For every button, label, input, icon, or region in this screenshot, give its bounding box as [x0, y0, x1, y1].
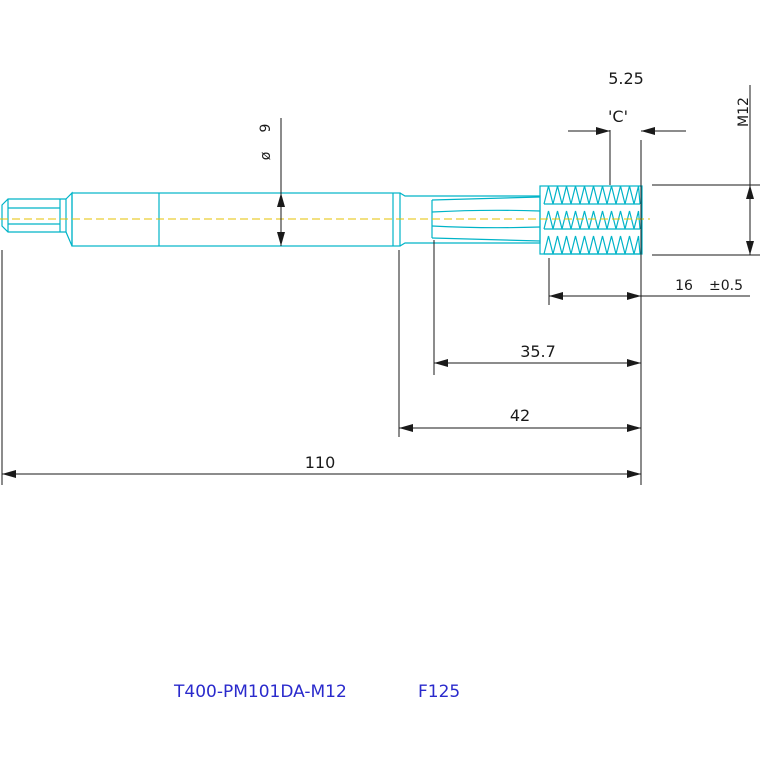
arrowhead [549, 292, 563, 300]
thread-size-label: M12 [736, 97, 752, 127]
thread-tooth-row [543, 185, 641, 205]
shank-diameter-label: 9 [258, 124, 274, 133]
diameter-symbol-label: ø [258, 151, 274, 160]
flute [431, 225, 541, 229]
tap-tool [1, 185, 643, 255]
flute [431, 209, 541, 213]
thread-tolerance-label: ±0.5 [709, 278, 743, 294]
arrowhead [277, 193, 285, 207]
thread-teeth [543, 185, 641, 255]
arrowhead [627, 470, 641, 478]
arrowhead [277, 232, 285, 246]
square-drive [1, 198, 67, 233]
part-number-label: T400-PM101DA-M12 [173, 682, 347, 702]
arrowhead [627, 359, 641, 367]
neck-length-label: 42 [510, 406, 530, 425]
thread-length-label: 16 [675, 278, 693, 294]
arrowhead [641, 127, 655, 135]
tip-c-label: 'C' [608, 107, 628, 126]
arrowhead [596, 127, 610, 135]
flute [431, 237, 541, 242]
arrowheads [2, 127, 754, 478]
thread-tooth-row [543, 210, 641, 230]
flute-length-label: 35.7 [520, 342, 556, 361]
arrowhead [399, 424, 413, 432]
thread-tooth-row [543, 235, 641, 255]
tip-width-label: 5.25 [608, 69, 644, 88]
part-code-label: F125 [418, 682, 460, 702]
arrowhead [434, 359, 448, 367]
arrowhead [746, 185, 754, 199]
flute [431, 196, 541, 201]
arrowhead [627, 424, 641, 432]
dimension-lines [1, 85, 760, 485]
arrowhead [746, 241, 754, 255]
overall-length-label: 110 [305, 453, 336, 472]
arrowhead [627, 292, 641, 300]
arrowhead [2, 470, 16, 478]
